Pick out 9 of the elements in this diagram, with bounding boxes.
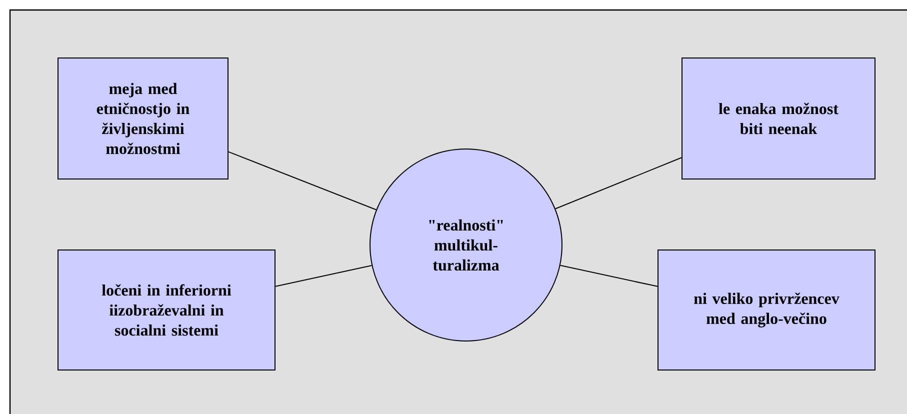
text-box: le enaka možnost biti neenak (682, 58, 876, 180)
connector-line (228, 151, 377, 210)
text-box: ni veliko privržencev med anglo-večino (658, 250, 876, 370)
text-box: ločeni in inferiorni iizobraževalni in socialni sistemi (58, 250, 276, 370)
connector-line (275, 265, 372, 287)
connector-line (560, 264, 658, 287)
text-box: meja med etničnostjo in življenskimi možnostmi (58, 58, 228, 180)
connector-line (554, 157, 682, 210)
circle-node: "realnosti" multikul- turalizma (370, 148, 562, 342)
